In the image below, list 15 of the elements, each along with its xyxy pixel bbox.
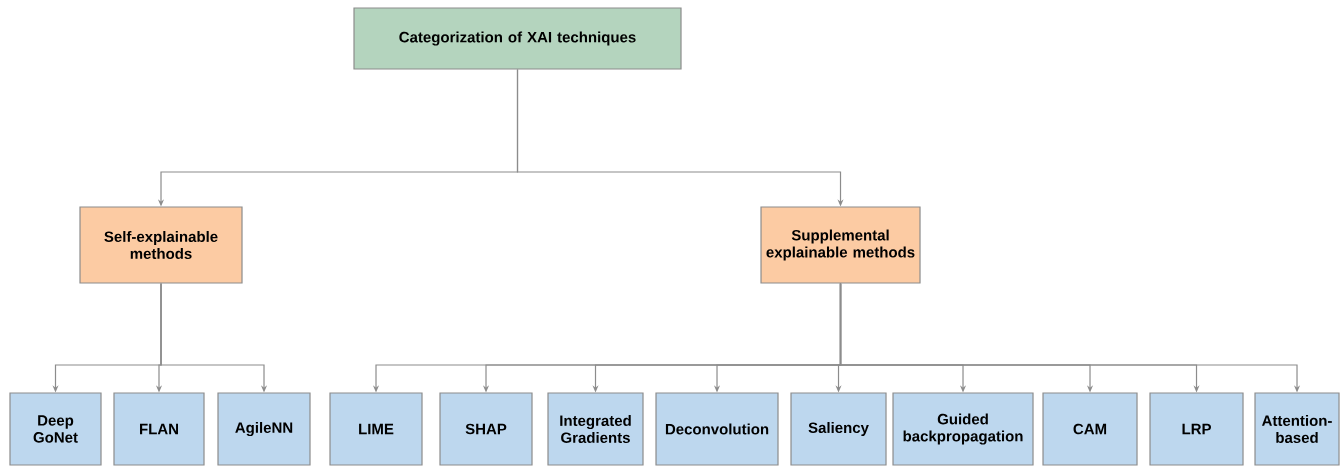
root-box: Categorization of XAI techniques [353, 7, 682, 70]
method-box: Deep GoNet [9, 392, 102, 466]
category-box: Supplemental explainable methods [760, 206, 921, 284]
method-box: SHAP [439, 392, 533, 466]
method-box: Saliency [790, 392, 887, 466]
method-box: AgileNN [217, 392, 311, 466]
method-box: LRP [1149, 392, 1244, 466]
method-box: Attention-based [1254, 392, 1340, 466]
method-box: FLAN [113, 392, 205, 466]
method-box: Integrated Gradients [547, 392, 644, 466]
method-box: Deconvolution [655, 392, 779, 466]
method-box: LIME [329, 392, 423, 466]
method-box: CAM [1042, 392, 1138, 466]
category-box: Self-explainable methods [79, 206, 243, 284]
method-box: Guided backpropagation [892, 392, 1034, 466]
